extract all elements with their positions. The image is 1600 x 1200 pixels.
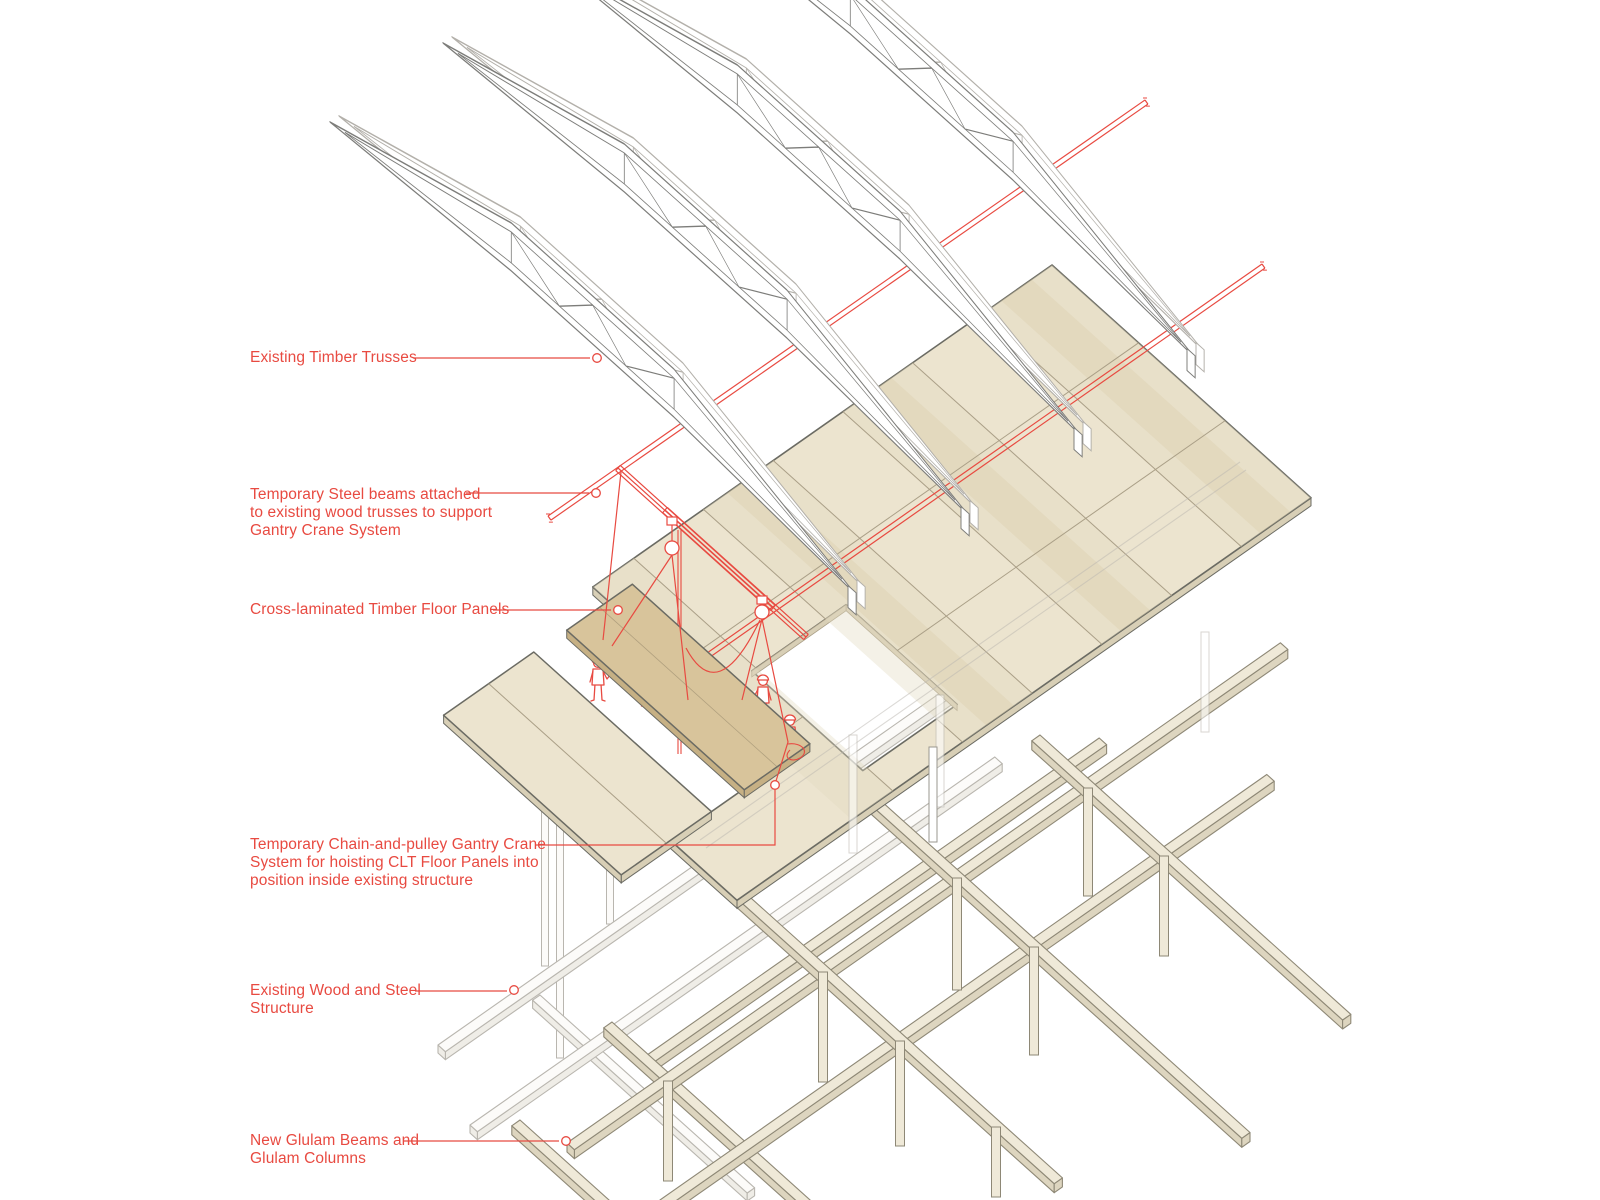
timber-truss: [555, 0, 1083, 458]
timber-truss: [329, 121, 857, 616]
label-existing-timber-trusses: Existing Timber Trusses: [250, 349, 417, 367]
glulam-layer: [511, 642, 1352, 1200]
leader-dot: [770, 780, 780, 790]
leader-dot: [613, 605, 623, 615]
timber-trusses-layer: [329, 0, 1205, 616]
label-line: System for hoisting CLT Floor Panels int…: [250, 854, 539, 871]
label-line: Cross-laminated Timber Floor Panels: [250, 601, 510, 618]
label-clt-floor-panels: Cross-laminated Timber Floor Panels: [250, 601, 509, 619]
label-line: Glulam Columns: [250, 1150, 366, 1167]
label-line: Temporary Steel beams attached: [250, 486, 481, 503]
leader-dot: [509, 985, 519, 995]
timber-truss: [442, 42, 970, 537]
gantry-rigging-layer: [602, 464, 809, 782]
label-line: Gantry Crane System: [250, 522, 401, 539]
leader-line: [535, 790, 776, 846]
label-line: position inside existing structure: [250, 872, 474, 889]
timber-truss-back: [677, 0, 1205, 373]
label-gantry-crane-system: Temporary Chain-and-pulley Gantry Crane …: [250, 836, 546, 890]
label-line: Existing Wood and Steel: [250, 982, 421, 999]
label-line: Existing Timber Trusses: [250, 349, 417, 366]
timber-truss: [668, 0, 1196, 379]
label-line: Structure: [250, 1000, 314, 1017]
label-temporary-steel-beams: Temporary Steel beams attached to existi…: [250, 486, 492, 540]
leader-dot: [561, 1136, 571, 1146]
hoisted-panel: [565, 583, 811, 799]
leader-dot: [592, 353, 602, 363]
label-line: New Glulam Beams and: [250, 1132, 420, 1149]
label-existing-wood-steel-structure: Existing Wood and Steel Structure: [250, 982, 421, 1018]
leader-lines-layer: [404, 353, 780, 1146]
label-line: Temporary Chain-and-pulley Gantry Crane: [250, 836, 546, 853]
label-line: to existing wood trusses to support: [250, 504, 493, 521]
leader-dot: [591, 488, 601, 498]
label-new-glulam: New Glulam Beams and Glulam Columns: [250, 1132, 419, 1168]
